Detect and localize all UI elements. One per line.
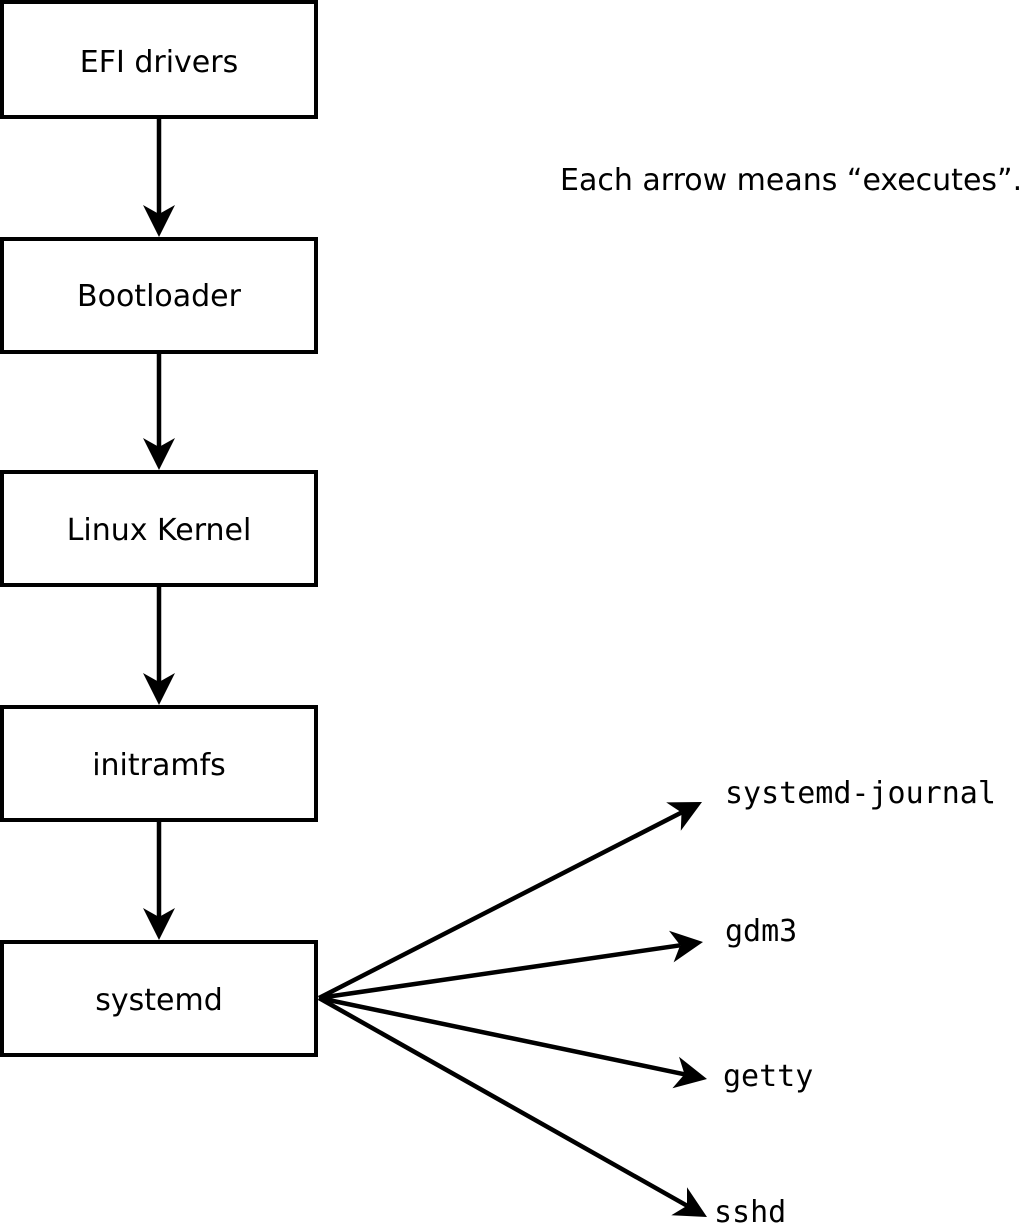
arrowhead: [672, 1056, 707, 1089]
process-label-sshd: sshd: [714, 1195, 786, 1230]
process-label-gdm3: gdm3: [725, 914, 797, 949]
arrowhead: [143, 908, 175, 940]
edge-systemd-to-sshd: [317, 996, 707, 1217]
node-bootloader: Bootloader: [0, 237, 318, 354]
node-label: systemd: [95, 983, 223, 1018]
edge-linux-kernel-to-initramfs: [143, 586, 175, 705]
node-box: [0, 470, 318, 587]
node-box: [0, 237, 318, 354]
annotation-text: Each arrow means “executes”.: [560, 163, 1022, 198]
process-label-getty: getty: [723, 1059, 813, 1094]
node-efi-drivers: EFI drivers: [0, 0, 318, 119]
edge-bootloader-to-linux-kernel: [143, 352, 175, 470]
edge-systemd-to-gdm3: [318, 930, 703, 1001]
arrowhead: [671, 1187, 707, 1217]
node-label: Bootloader: [77, 279, 242, 314]
edge-line: [318, 943, 681, 1001]
edge-efi-drivers-to-bootloader: [143, 117, 175, 237]
process-label-systemd-journal: systemd-journal: [725, 776, 996, 811]
node-box: [0, 940, 318, 1057]
arrowhead: [143, 205, 175, 237]
node-label: initramfs: [92, 748, 226, 783]
node-initramfs: initramfs: [0, 705, 318, 822]
arrowhead: [669, 930, 703, 963]
node-box: [0, 0, 318, 119]
arrowhead: [143, 438, 175, 470]
node-label: EFI drivers: [80, 45, 238, 80]
arrowhead: [666, 802, 702, 831]
node-linux-kernel: Linux Kernel: [0, 470, 318, 587]
edge-line: [317, 996, 689, 1208]
node-box: [0, 705, 318, 822]
edge-systemd-to-getty: [318, 995, 707, 1089]
node-label: Linux Kernel: [67, 513, 252, 548]
edge-initramfs-to-systemd: [143, 820, 175, 940]
node-systemd: systemd: [0, 940, 318, 1057]
edge-line: [318, 995, 685, 1077]
edge-systemd-to-systemd-journal: [317, 802, 702, 1001]
arrowhead: [143, 673, 175, 705]
edge-line: [317, 810, 683, 1001]
